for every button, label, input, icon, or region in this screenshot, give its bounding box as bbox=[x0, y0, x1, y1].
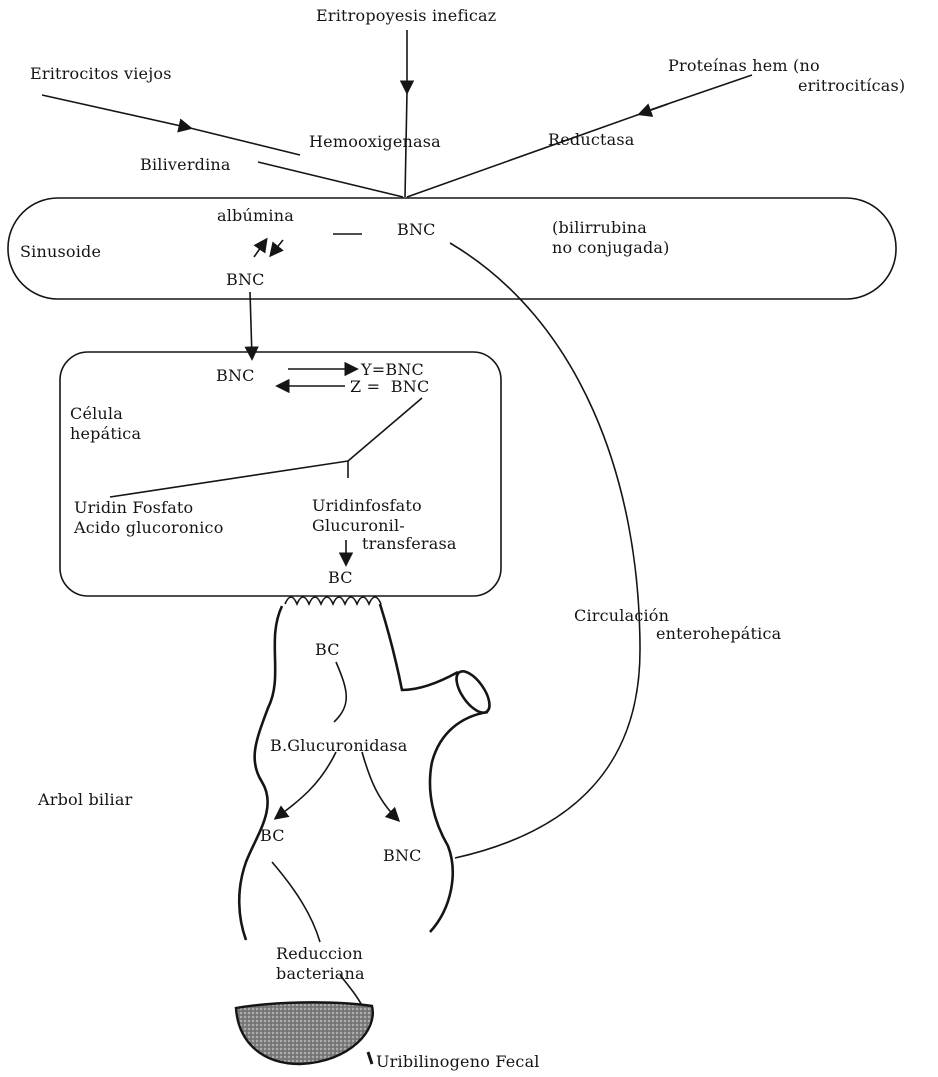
label-eritrocitices: eritrocitícas) bbox=[798, 76, 906, 95]
arrow-sinusoid-to-cell bbox=[244, 291, 259, 361]
label-sinusoide: Sinusoide bbox=[20, 242, 102, 261]
arrow-to-bc bbox=[273, 751, 337, 820]
label-uridinfosfato: Uridinfosfato bbox=[312, 496, 422, 515]
enterohepatic-curve bbox=[449, 242, 641, 859]
label-celula: Célula bbox=[70, 404, 123, 423]
label-bc-left: BC bbox=[260, 826, 285, 845]
label-bilirrubina: (bilirrubina bbox=[552, 218, 648, 237]
biliary-tree-outline bbox=[237, 603, 491, 941]
label-bnc-right: BNC bbox=[383, 846, 422, 865]
label-bacteriana: bacteriana bbox=[276, 964, 365, 983]
label-uridin-fosfato: Uridin Fosfato bbox=[74, 498, 194, 517]
arrow-up-albumin bbox=[253, 237, 268, 258]
arrow-eritrocitos bbox=[41, 94, 193, 133]
line-bc-to-reduccion bbox=[271, 861, 321, 943]
label-glucuronil: Glucuronil- bbox=[312, 516, 405, 535]
label-circulacion: Circulación bbox=[574, 606, 670, 625]
sinusoid-shape bbox=[7, 197, 897, 300]
label-reductasa: Reductasa bbox=[548, 130, 635, 149]
line-eritrocitos-to-sinusoid bbox=[189, 127, 301, 156]
label-y-bnc: Y=BNC bbox=[361, 360, 424, 379]
label-eritropoyesis-ineficaz: Eritropoyesis ineficaz bbox=[316, 6, 497, 25]
label-reduccion: Reduccion bbox=[276, 944, 363, 963]
label-bnc-cell: BNC bbox=[216, 366, 255, 385]
label-no-conjugada: no conjugada) bbox=[552, 238, 670, 257]
label-bnc-below-albumin: BNC bbox=[226, 270, 265, 289]
label-eritrocitos-viejos: Eritrocitos viejos bbox=[30, 64, 172, 83]
label-acido-glucoronico: Acido glucoronico bbox=[74, 518, 224, 537]
label-bnc-sinusoid: BNC bbox=[397, 220, 436, 239]
canaliculus-villi bbox=[284, 596, 382, 607]
label-z-bnc: Z = BNC bbox=[350, 377, 430, 396]
arrow-proteinas bbox=[637, 103, 669, 117]
arrow-to-bnc bbox=[361, 751, 401, 823]
label-hemooxigenasa: Hemooxigenasa bbox=[309, 132, 441, 151]
label-hepatica: hepática bbox=[70, 424, 142, 443]
line-proteinas-to-sinusoid bbox=[406, 113, 641, 198]
label-arbol-biliar: Arbol biliar bbox=[38, 790, 133, 809]
label-b-glucuronidasa: B.Glucuronidasa bbox=[270, 736, 408, 755]
line-eritropoyesis-to-sinusoid bbox=[404, 91, 408, 198]
line-bc-to-glucuronidasa bbox=[333, 661, 347, 723]
label-bc-duct: BC bbox=[315, 640, 340, 659]
label-transferasa: transferasa bbox=[362, 534, 457, 553]
line-branch-left bbox=[109, 460, 349, 498]
label-bc-top: BC bbox=[328, 568, 353, 587]
hepatic-cell-shape bbox=[59, 351, 502, 597]
arrow-down-albumin bbox=[269, 239, 284, 258]
label-uribilinogeno-fecal: Uribilinogeno Fecal bbox=[376, 1052, 540, 1071]
label-enterohepatica: enterohepática bbox=[656, 624, 782, 643]
label-biliverdina: Biliverdina bbox=[140, 155, 231, 174]
line-z-branch bbox=[347, 397, 423, 462]
label-proteinas-hem: Proteínas hem (no bbox=[668, 56, 820, 75]
label-albumina: albúmina bbox=[217, 206, 294, 225]
fecal-stool-shape bbox=[234, 1001, 374, 1066]
stool-tail bbox=[366, 1051, 374, 1065]
line-biliverdina bbox=[257, 161, 404, 198]
